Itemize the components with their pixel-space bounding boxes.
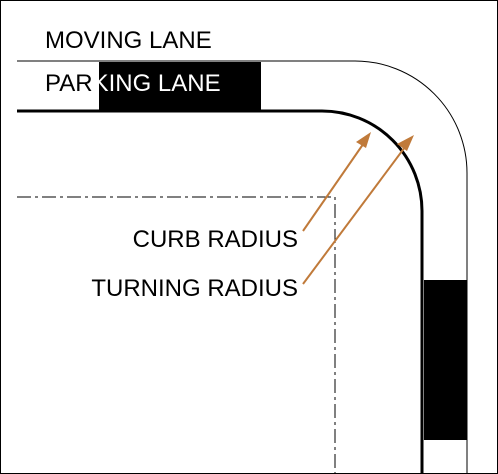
curb-radius-arrowhead: [356, 132, 371, 148]
turning-radius-arrowhead: [397, 135, 414, 151]
parking-lane-label-light: KING LANE: [93, 70, 221, 97]
curb-radius-leader: [302, 139, 367, 232]
moving-lane-label: MOVING LANE: [45, 27, 212, 54]
turning-radius-leader: [302, 142, 409, 285]
parking-block-top: [99, 62, 261, 110]
curb-line: [17, 109, 424, 474]
turning-path-edge: [17, 60, 468, 474]
property-line: [17, 196, 336, 474]
parking-block-right: [424, 280, 467, 440]
parking-lane-label: PARKING LANE: [45, 70, 221, 97]
curb-radius-label: CURB RADIUS: [133, 226, 298, 253]
parking-lane-label-dark: PAR: [45, 70, 93, 97]
turning-radius-label: TURNING RADIUS: [91, 275, 298, 302]
